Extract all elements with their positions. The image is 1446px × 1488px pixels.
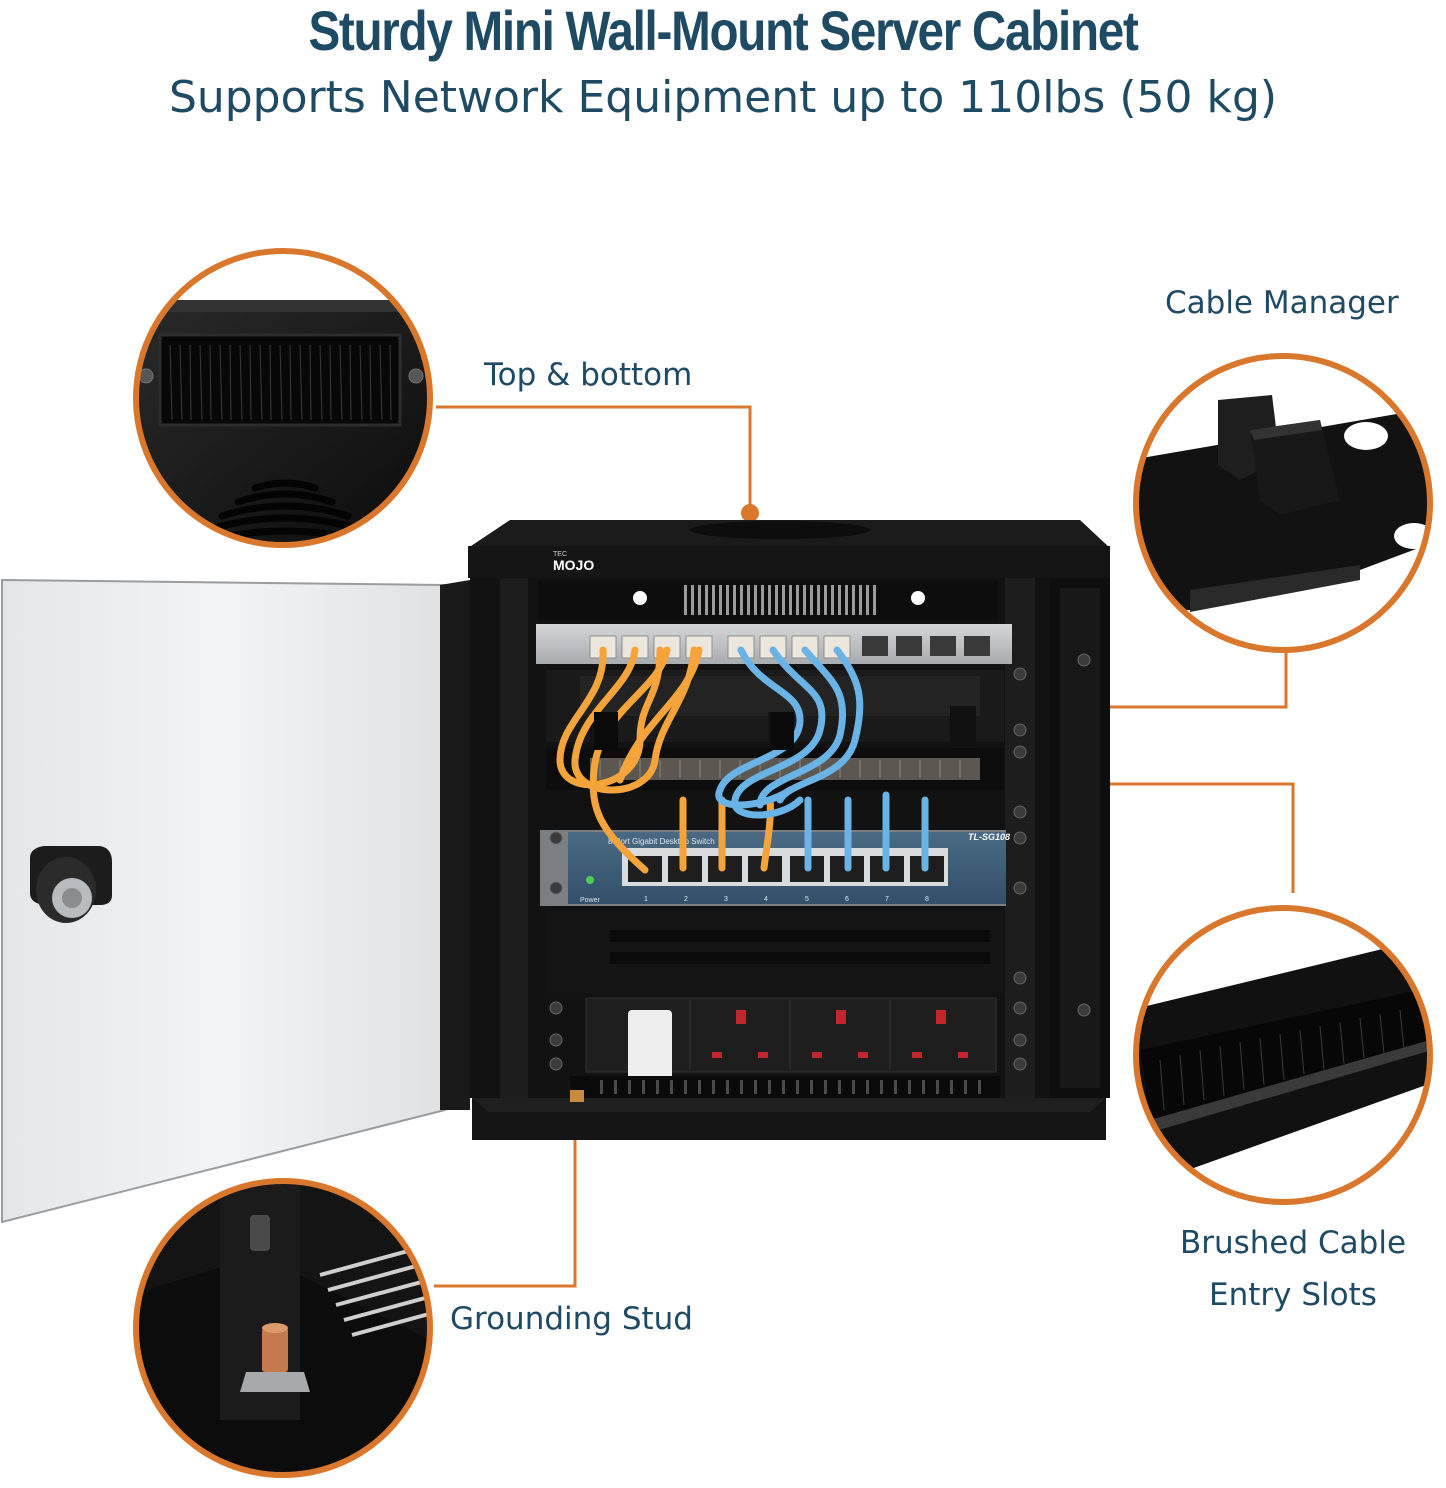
port-number: 3 bbox=[724, 896, 728, 903]
port-number: 8 bbox=[925, 896, 929, 903]
network-switch: 8-Port Gigabit Desktop Switch TL-SG108 P… bbox=[540, 830, 1010, 906]
port-number: 5 bbox=[805, 896, 809, 903]
cabinet-body: TEC MOJO bbox=[468, 520, 1110, 1140]
blue-cables bbox=[715, 646, 929, 872]
port-number: 1 bbox=[644, 896, 648, 903]
switch-power-label: Power bbox=[580, 897, 601, 904]
power-strip bbox=[585, 997, 997, 1080]
orange-cables bbox=[556, 646, 774, 874]
port-number: 6 bbox=[845, 896, 849, 903]
page-title: Sturdy Mini Wall-Mount Server Cabinet bbox=[308, 0, 1138, 62]
port-number: 2 bbox=[684, 896, 688, 903]
cabinet-door bbox=[1, 578, 494, 1224]
port-number: 7 bbox=[885, 896, 889, 903]
detail-circle-cable-manager bbox=[1133, 353, 1433, 653]
callout-grounding-stud: Grounding Stud bbox=[450, 1301, 693, 1337]
door-lock bbox=[30, 846, 112, 923]
callout-brushed-slots-line2: Entry Slots bbox=[1209, 1277, 1377, 1313]
page-subtitle: Supports Network Equipment up to 110lbs … bbox=[168, 72, 1278, 123]
detail-circle-top-bottom bbox=[133, 248, 433, 548]
callout-cable-manager: Cable Manager bbox=[1165, 285, 1399, 321]
port-number: 4 bbox=[764, 896, 768, 903]
detail-circle-brushed-slots bbox=[1133, 905, 1433, 1205]
switch-name: 8-Port Gigabit Desktop Switch bbox=[608, 837, 715, 846]
callout-top-bottom: Top & bottom bbox=[484, 357, 693, 393]
leader-grounding-stud bbox=[434, 1118, 577, 1288]
callout-brushed-slots-line1: Brushed Cable bbox=[1179, 1225, 1407, 1261]
leader-top-bottom bbox=[436, 405, 752, 512]
switch-model: TL-SG108 bbox=[968, 832, 1010, 842]
brand-logo: MOJO bbox=[553, 557, 594, 573]
brand-prefix: TEC bbox=[553, 551, 567, 558]
patch-panel bbox=[536, 624, 1012, 664]
detail-circle-grounding-stud bbox=[133, 1178, 433, 1478]
